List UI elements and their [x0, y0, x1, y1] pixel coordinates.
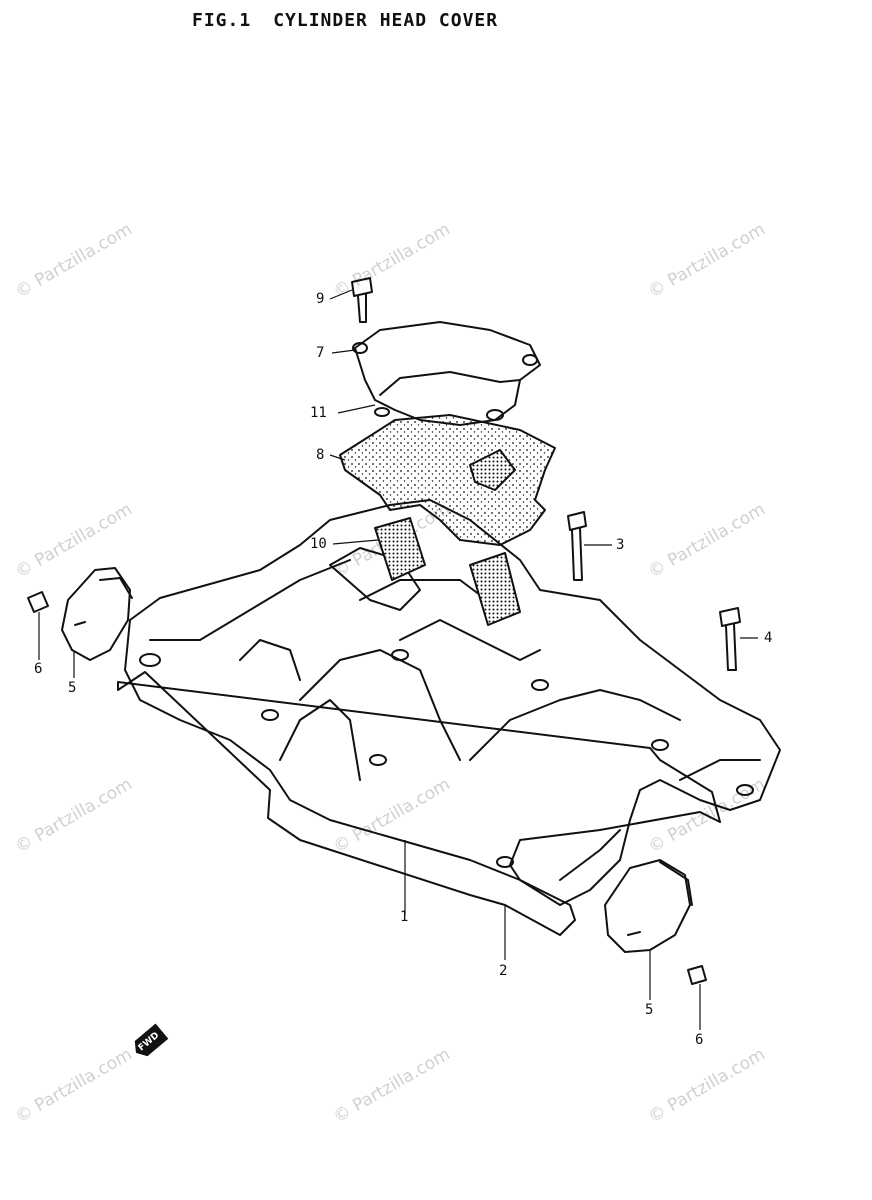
screw-right — [687, 965, 707, 985]
end-cap-right — [604, 859, 691, 953]
callout-11: 11 — [310, 405, 327, 421]
breather-gasket — [339, 414, 556, 546]
head-cover-body — [124, 499, 781, 906]
callout-4: 4 — [764, 630, 773, 646]
callout-5-right: 5 — [645, 1002, 654, 1018]
callout-6-left: 6 — [34, 661, 43, 677]
callout-9: 9 — [316, 291, 325, 307]
callout-8: 8 — [316, 447, 325, 463]
callout-10: 10 — [310, 536, 327, 552]
breather-cover — [354, 321, 541, 426]
reed-valve-left — [374, 517, 426, 581]
callout-2: 2 — [499, 963, 508, 979]
bolt-4 — [719, 607, 741, 627]
figure-number: FIG.1 — [192, 10, 252, 31]
end-cap-left — [61, 567, 131, 661]
callout-5-left: 5 — [68, 680, 77, 696]
callout-3: 3 — [616, 537, 625, 553]
reed-valve-right — [469, 552, 521, 626]
figure-title: FIG.1 CYLINDER HEAD COVER — [192, 10, 498, 31]
screw-left — [27, 591, 49, 613]
bolt-9 — [351, 277, 373, 297]
callout-7: 7 — [316, 345, 325, 361]
callout-1: 1 — [400, 909, 409, 925]
figure-name: CYLINDER HEAD COVER — [273, 10, 499, 31]
head-cover-gasket — [117, 671, 721, 936]
bolt-3 — [567, 511, 587, 531]
callout-6-right: 6 — [695, 1032, 704, 1048]
